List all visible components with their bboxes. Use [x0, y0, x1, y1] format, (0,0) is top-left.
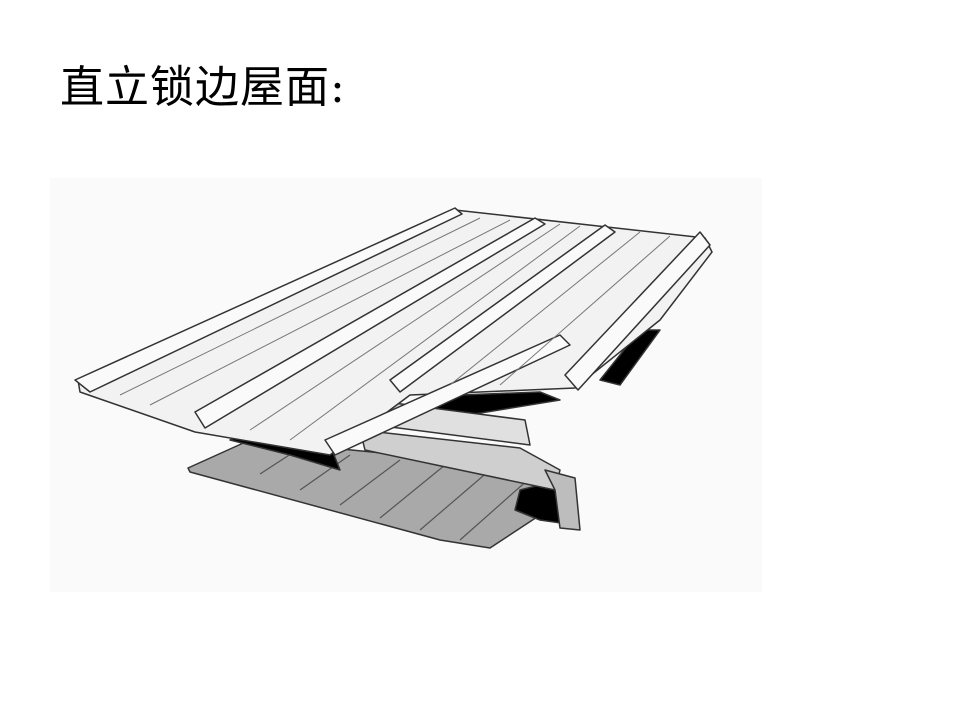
roof-diagram-icon: [74, 207, 713, 549]
z-bracket: [544, 469, 581, 531]
standing-seams: [74, 207, 711, 456]
sheet-stiffener-lines: [119, 217, 671, 441]
standing-seam-roof-illustration: [50, 178, 762, 592]
slide-title: 直立锁边屋面:: [60, 62, 346, 113]
